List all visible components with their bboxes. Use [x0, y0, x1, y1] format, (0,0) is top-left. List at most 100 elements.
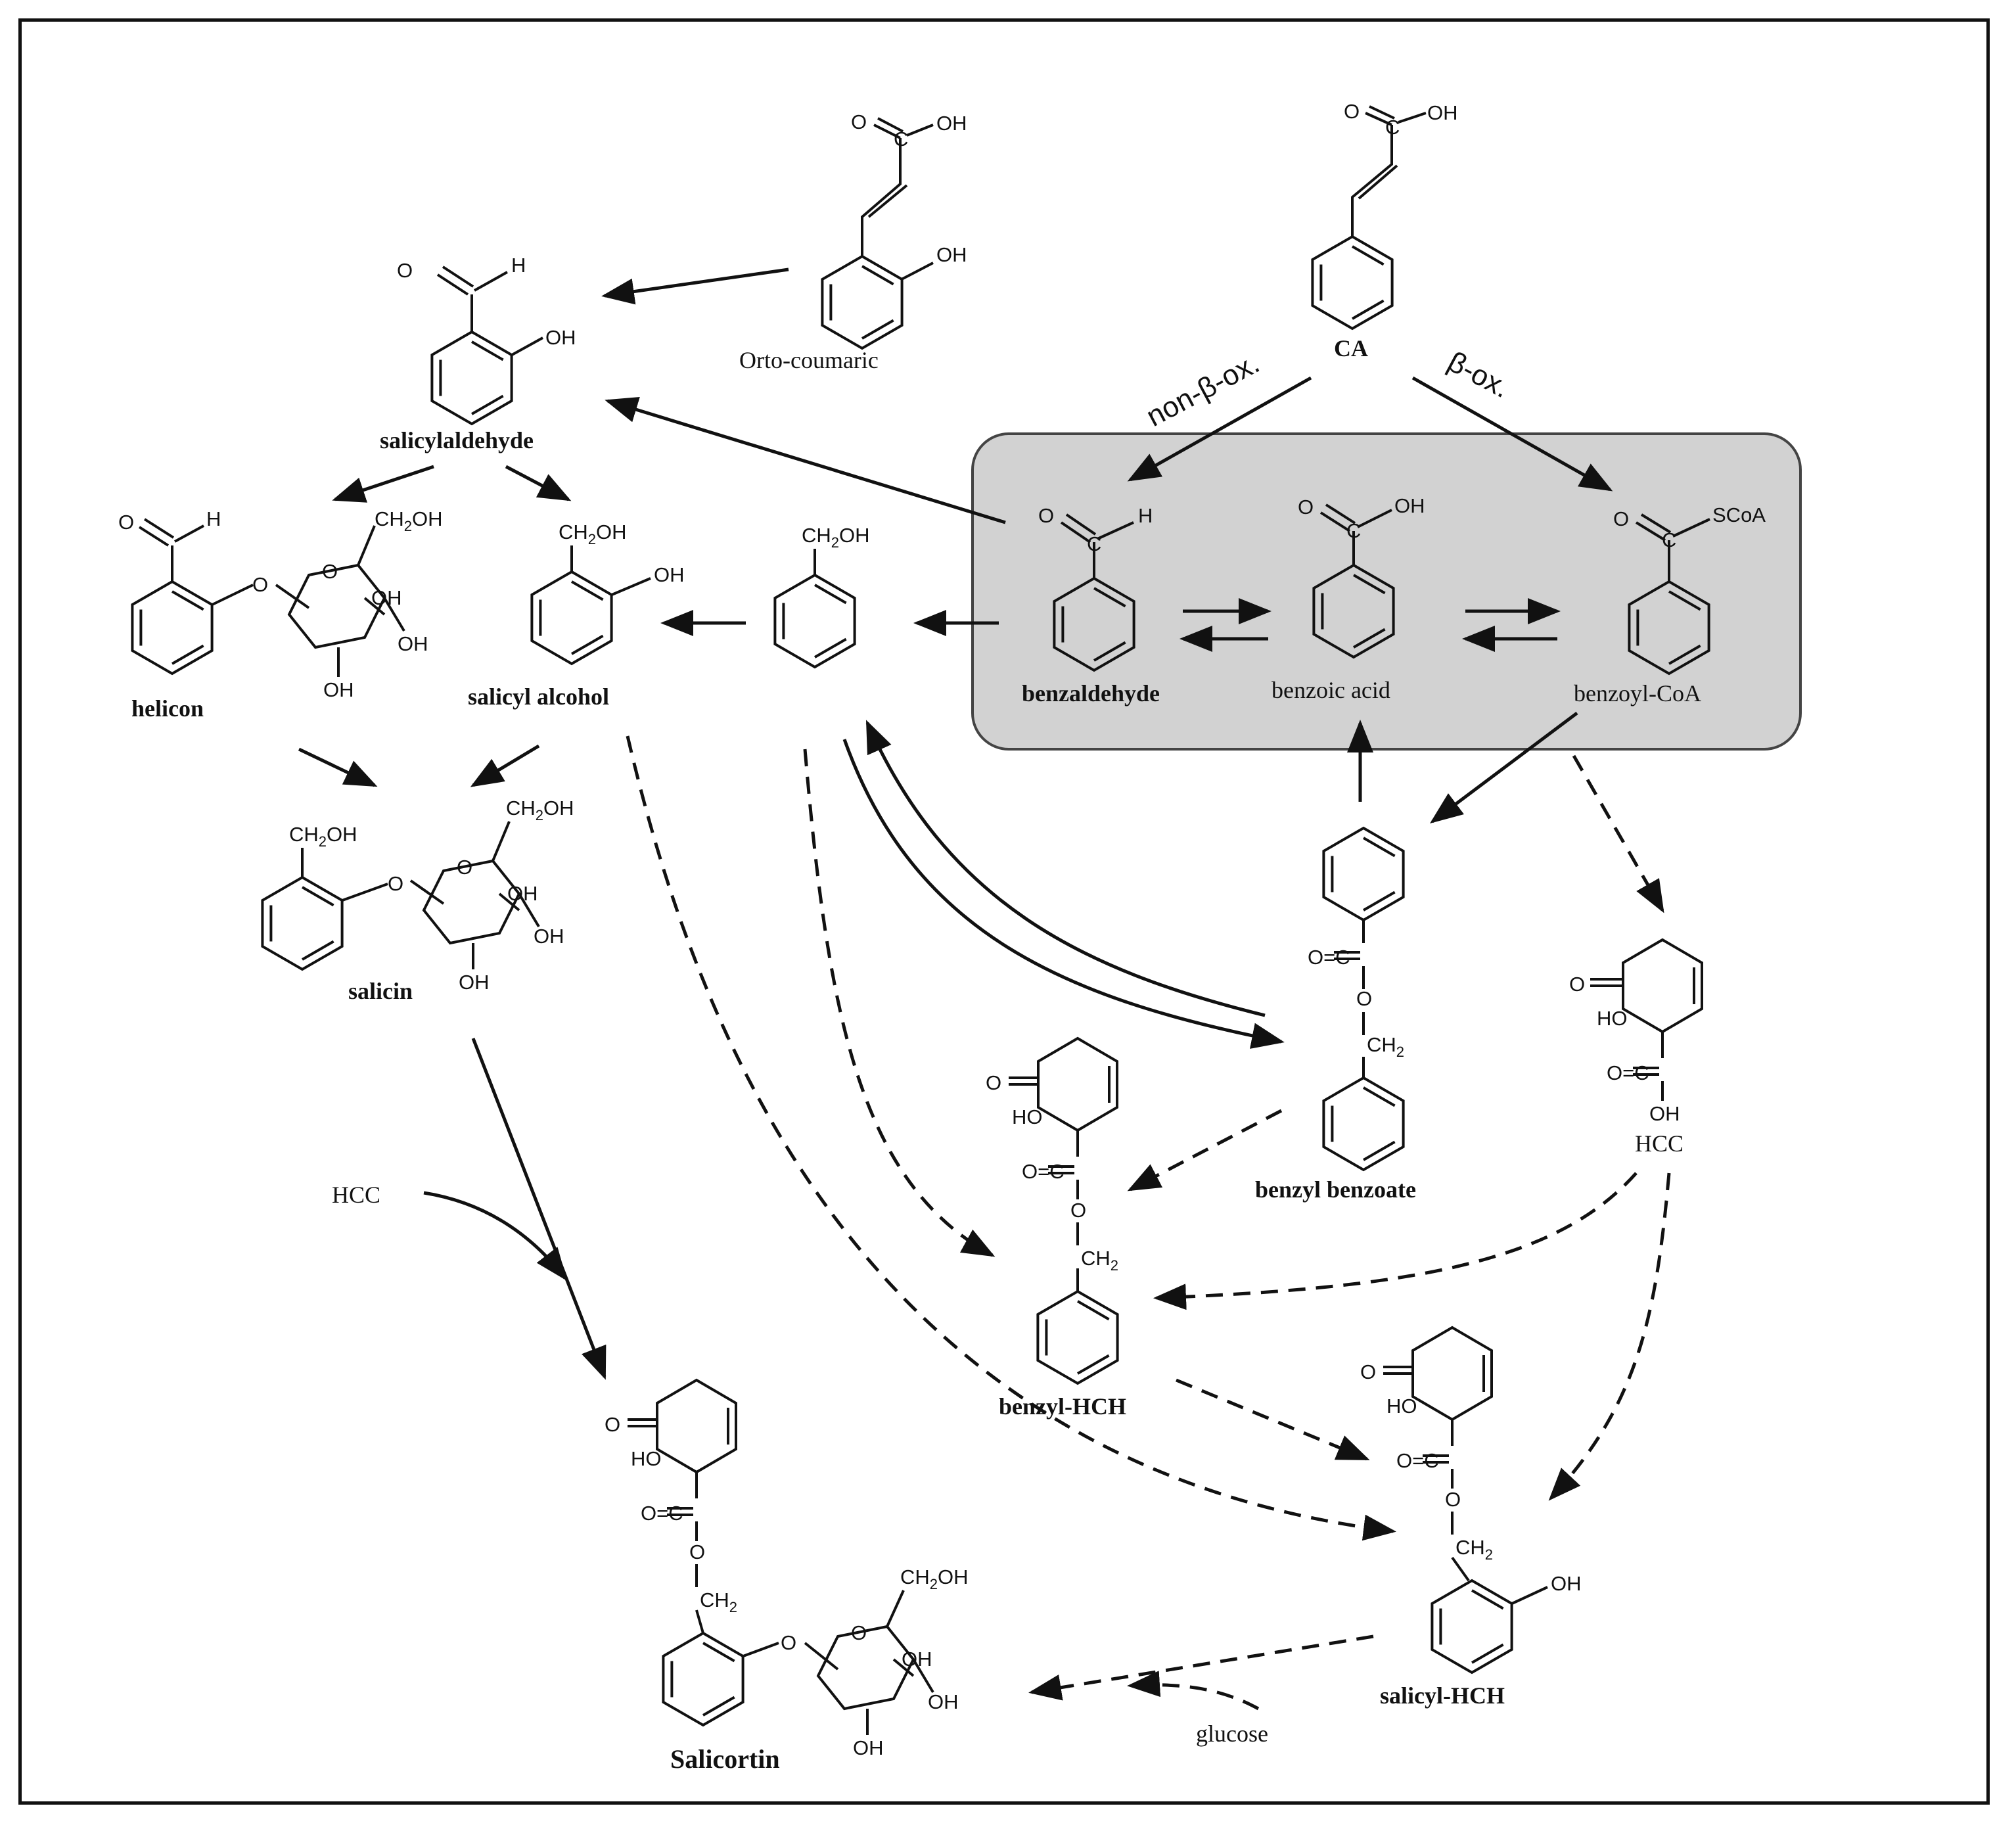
sal-oh-3: OH [853, 1736, 884, 1759]
shch-phenol-oh: OH [1551, 1572, 1582, 1595]
benzoyl-coa-structure: O C SCoA [1613, 503, 1766, 675]
salicin-structure: CH2OH O O CH2OH OH OH OH [261, 797, 574, 994]
arrow-salicylalcohol-to-salicin [470, 744, 540, 787]
ca-carboxyl-c: C [1385, 116, 1400, 139]
bhch-ho: HO [1012, 1105, 1043, 1128]
arrow-salicylaldehyde-to-helicon [332, 465, 434, 503]
helicon-ch2oh: CH2OH [375, 507, 443, 534]
sal-keto-o: O [605, 1413, 620, 1436]
salicin-ch2oh: CH2OH [289, 823, 357, 850]
phenol-oh: OH [545, 326, 576, 349]
bb-co: O=C [1308, 946, 1350, 969]
bzald-c: C [1087, 532, 1101, 555]
bzacid-c: C [1346, 519, 1361, 542]
salicylaldehyde-structure: O H OH [397, 254, 576, 425]
helicon-oh-1: OH [371, 586, 402, 609]
helicon-glyco-o: O [252, 573, 268, 596]
salicyl-alcohol-structure: CH2OH OH [530, 520, 685, 665]
bhch-keto-o: O [986, 1071, 1001, 1094]
hcc-ho: HO [1597, 1007, 1628, 1030]
sal-glyco-o: O [781, 1631, 796, 1654]
dash-hcc-to-benzylhch [1153, 1172, 1638, 1310]
sal-ho: HO [631, 1447, 662, 1470]
shch-ho: HO [1386, 1395, 1417, 1418]
arrow-benzoylcoa-to-benzylbenzoate [1430, 712, 1578, 823]
carboxyl-c: C [894, 127, 908, 150]
glucose-label: glucose [1196, 1721, 1268, 1747]
solid-arrows [298, 267, 1613, 1380]
benzaldehyde-structure: O C H [1038, 504, 1153, 672]
salicin-glyco-o: O [388, 872, 403, 895]
helicon-ring-o: O [322, 560, 338, 583]
bb-ester-o: O [1356, 987, 1372, 1010]
benzyl-hch-label: benzyl-HCH [999, 1393, 1126, 1420]
sa-phenol-oh: OH [654, 563, 685, 586]
salicin-oh-1: OH [507, 882, 538, 905]
helicon-ald-o: O [118, 511, 134, 534]
bzcoa-o: O [1613, 507, 1629, 530]
arrow-salicylaldehyde-to-salicylalcohol [505, 465, 572, 501]
bhch-ch2: CH2 [1081, 1247, 1118, 1274]
arrow-hcc-to-salicortin [423, 1191, 568, 1281]
helicon-oh-2: OH [398, 632, 428, 655]
beta-ox-label: β-ox. [1442, 346, 1515, 405]
helicon-ald-h: H [206, 507, 221, 530]
ca-carboxyl-oh: OH [1427, 101, 1458, 124]
aldehyde-o: O [397, 259, 413, 282]
hcc-co: O=C [1607, 1061, 1649, 1084]
phenol-oh: OH [936, 243, 967, 266]
ba-ch2oh: CH2OH [802, 524, 870, 551]
bzacid-o: O [1298, 496, 1314, 519]
arrow-coumaric-to-salicylaldehyde [601, 267, 789, 305]
carboxyl-o: O [851, 110, 867, 133]
salicyl-hch-structure: O HO O=C O CH2 OH [1360, 1326, 1582, 1674]
salicin-ring-o: O [457, 856, 472, 879]
shch-ch2: CH2 [1455, 1536, 1493, 1563]
hcc-input-label: HCC [332, 1182, 380, 1208]
ca-label: CA [1334, 335, 1368, 361]
sal-oh-1: OH [902, 1648, 932, 1671]
bzcoa-c: C [1662, 528, 1676, 551]
salicylaldehyde-label: salicylaldehyde [380, 427, 534, 453]
benzyl-benzoate-label: benzyl benzoate [1255, 1176, 1416, 1203]
hcc-label: HCC [1635, 1130, 1684, 1157]
arrow-benzylalcohol-to-benzylbenzoate [842, 739, 1285, 1049]
bzacid-oh: OH [1394, 494, 1425, 517]
bb-ch2: CH2 [1367, 1033, 1404, 1060]
arrow-benzaldehyde-to-salicylaldehyde [605, 397, 1006, 524]
orto-coumaric-structure: O C OH OH [821, 110, 967, 350]
benzyl-hch-structure: O HO O=C O CH2 [986, 1037, 1119, 1385]
sal-ester-o: O [689, 1540, 705, 1563]
salicyl-hch-label: salicyl-HCH [1380, 1682, 1505, 1709]
benzoyl-coa-label: benzoyl-CoA [1574, 680, 1701, 706]
dash-salicylalcohol-to-salicylhch [626, 735, 1396, 1541]
dash-glucose-join [1127, 1671, 1260, 1711]
salicin-oh-2: OH [534, 925, 564, 948]
sal-ring-o: O [851, 1621, 867, 1644]
dash-benzylhch-to-salicylhch [1176, 1378, 1370, 1461]
arrow-ca-to-benzoylcoa [1411, 376, 1613, 492]
salicortin-structure: O HO O=C O CH2 O O CH2OH OH OH OH [605, 1379, 969, 1759]
arrow-salicin-to-salicortin [471, 1038, 607, 1380]
arrow-helicon-to-salicin [298, 747, 378, 787]
dash-hcc-to-salicylhch [1548, 1172, 1671, 1501]
ca-carboxyl-o: O [1344, 100, 1360, 123]
dash-benzylbenzoate-to-benzylhch [1127, 1109, 1283, 1191]
sal-co: O=C [641, 1502, 683, 1525]
dash-salicylhch-to-salicortin [1028, 1634, 1374, 1701]
sal-oh-2: OH [928, 1690, 959, 1713]
orto-coumaric-label: Orto-coumaric [739, 347, 879, 373]
benzoate-pool-box [971, 432, 1802, 751]
hcc-keto-o: O [1569, 973, 1585, 996]
carboxyl-oh: OH [936, 112, 967, 135]
dash-benzoylcoa-to-hcc [1572, 754, 1664, 914]
bzald-o: O [1038, 504, 1054, 527]
dashed-arrows [626, 735, 1671, 1711]
bzald-h: H [1138, 504, 1153, 527]
arrow-ca-to-benzaldehyde [1127, 376, 1312, 482]
sal-ch2oh: CH2OH [900, 1565, 969, 1592]
bhch-co: O=C [1022, 1160, 1065, 1183]
sal-ch2: CH2 [700, 1588, 737, 1615]
aldehyde-h: H [511, 254, 526, 277]
